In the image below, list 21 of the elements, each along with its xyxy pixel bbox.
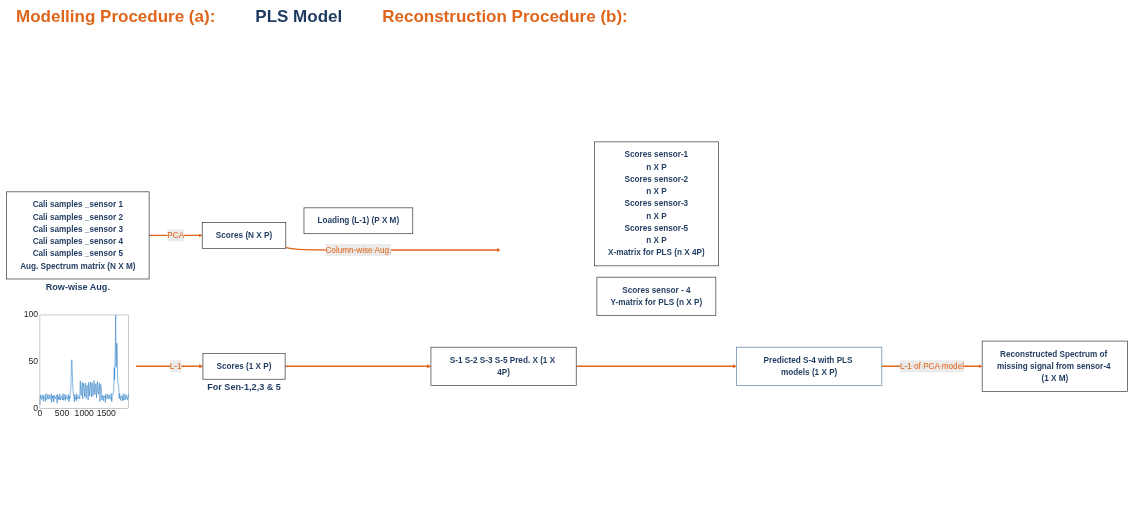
edge-label: Column-wise Aug.: [325, 245, 392, 255]
arrow: [575, 364, 737, 369]
node-box: Scores sensor - 4 Y-matrix for PLS (n X P): [596, 276, 717, 316]
edge-label: PCA: [167, 230, 185, 240]
edge-label: L-1 of PCA model: [899, 361, 965, 371]
node-box: Reconstructed Spectrum of missing signal from sensor-4 (1 X M): [981, 340, 1128, 392]
node-box: Scores (N X P): [201, 222, 287, 249]
node-box: Cali samples _sensor 1 Cali samples _sensor 2 Cali samples _sensor 3 Cali samples _sensor 4 Cali samples _sensor 5 Aug. Spectrum matrix (N X M): [6, 191, 150, 280]
arrow: [135, 364, 204, 369]
side-note: For Sen-1,2,3 & 5: [207, 382, 281, 393]
arrow: [284, 364, 432, 369]
side-note: Row-wise Aug.: [45, 281, 110, 292]
node-box: Loading (L-1) (P X M): [303, 207, 414, 235]
node-box: Scores (1 X P): [202, 353, 286, 380]
edge-label: L-1: [169, 361, 182, 371]
node-box: S-1 S-2 S-3 S-5 Pred. X (1 X 4P): [430, 346, 577, 386]
model-label: PLS Model: [255, 7, 343, 27]
node-box: Predicted S-4 with PLS models (1 X P): [736, 346, 883, 386]
section-heading: Reconstruction Procedure (b):: [382, 7, 628, 27]
node-box: Scores sensor-1 n X P Scores sensor-2 n X P Scores sensor-3 n X P Scores sensor-5 n X P X-matrix for PLS (n X 4P): [594, 141, 719, 267]
section-heading: Modelling Procedure (a):: [16, 7, 216, 27]
